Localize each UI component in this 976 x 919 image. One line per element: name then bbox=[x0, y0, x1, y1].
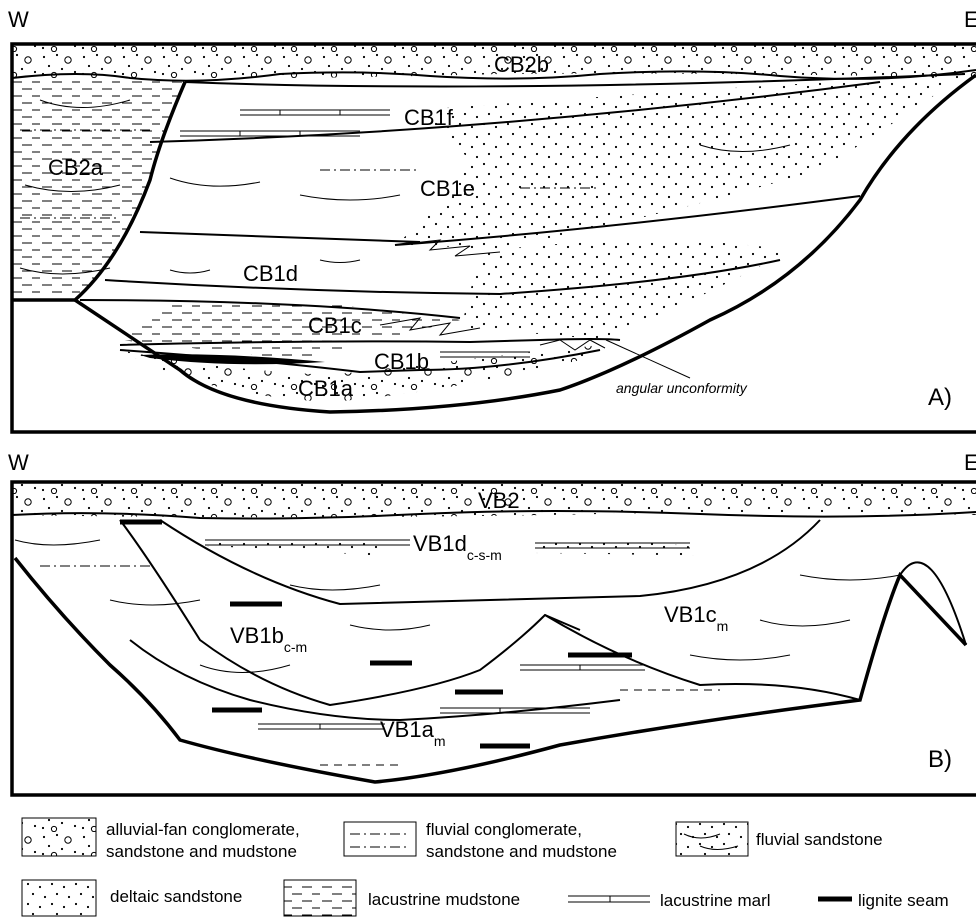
legend-lacustrine-mudstone-label: lacustrine mudstone bbox=[368, 890, 520, 909]
legend-deltaic: deltaic sandstone bbox=[22, 880, 242, 916]
legend-alluvial-line1: alluvial-fan conglomerate, bbox=[106, 820, 300, 839]
panel-a-west-label: W bbox=[8, 7, 29, 32]
panel-b-west-label: W bbox=[8, 450, 29, 475]
panel-b-east-label: E bbox=[964, 450, 976, 475]
angular-unconformity-label: angular unconformity bbox=[616, 380, 748, 396]
legend: alluvial-fan conglomerate, sandstone and… bbox=[22, 818, 949, 916]
unit-vb1d-label: VB1dc-s-m bbox=[413, 531, 502, 563]
panel-a-tag: A) bbox=[928, 384, 952, 411]
unconformity-leader bbox=[606, 340, 690, 378]
unit-cb1f-label: CB1f bbox=[404, 105, 454, 130]
legend-fluvialcg-line1: fluvial conglomerate, bbox=[426, 820, 582, 839]
panel-a-east-label: E bbox=[964, 7, 976, 32]
cb1d-cb1c-sand-fill bbox=[460, 240, 790, 340]
legend-fluvial-sandstone: fluvial sandstone bbox=[676, 822, 883, 856]
unit-vb1a-label: VB1am bbox=[380, 717, 446, 749]
panel-b-tag: B) bbox=[928, 746, 952, 773]
legend-fluvial-sandstone-label: fluvial sandstone bbox=[756, 830, 883, 849]
unit-cb1b-label: CB1b bbox=[374, 349, 429, 374]
unit-cb1e-label: CB1e bbox=[420, 176, 475, 201]
legend-alluvial: alluvial-fan conglomerate, sandstone and… bbox=[22, 818, 300, 861]
unit-cb2b-label: CB2b bbox=[494, 52, 549, 77]
unit-cb2a-label: CB2a bbox=[48, 155, 104, 180]
panel-b: W E bbox=[8, 450, 976, 795]
legend-lacustrine-mudstone: lacustrine mudstone bbox=[284, 880, 520, 916]
legend-deltaic-label: deltaic sandstone bbox=[110, 887, 242, 906]
panel-a: W E bbox=[8, 7, 976, 432]
vb1d-sand-lens-fill bbox=[205, 539, 380, 556]
unit-vb1b-label: VB1bc-m bbox=[230, 623, 307, 655]
cb1a-conglomerate-fill bbox=[120, 345, 600, 402]
vb1d-sand-lens-fill-2 bbox=[535, 541, 700, 556]
legend-lignite-label: lignite seam bbox=[858, 891, 949, 910]
legend-lacustrine-marl: lacustrine marl bbox=[568, 891, 771, 910]
legend-fluvialcg-line2: sandstone and mudstone bbox=[426, 842, 617, 861]
unit-vb1c-label: VB1cm bbox=[664, 602, 728, 634]
legend-lignite: lignite seam bbox=[818, 891, 949, 910]
unit-vb2-label: VB2 bbox=[478, 488, 520, 513]
unit-cb1d-label: CB1d bbox=[243, 261, 298, 286]
legend-alluvial-line2: sandstone and mudstone bbox=[106, 842, 297, 861]
legend-fluvial-conglomerate: fluvial conglomerate, sandstone and muds… bbox=[344, 820, 617, 861]
deltaic-wedge-fill bbox=[395, 74, 965, 250]
unit-cb1c-label: CB1c bbox=[308, 313, 362, 338]
legend-lacustrine-marl-label: lacustrine marl bbox=[660, 891, 771, 910]
unit-cb1a-label: CB1a bbox=[298, 376, 354, 401]
